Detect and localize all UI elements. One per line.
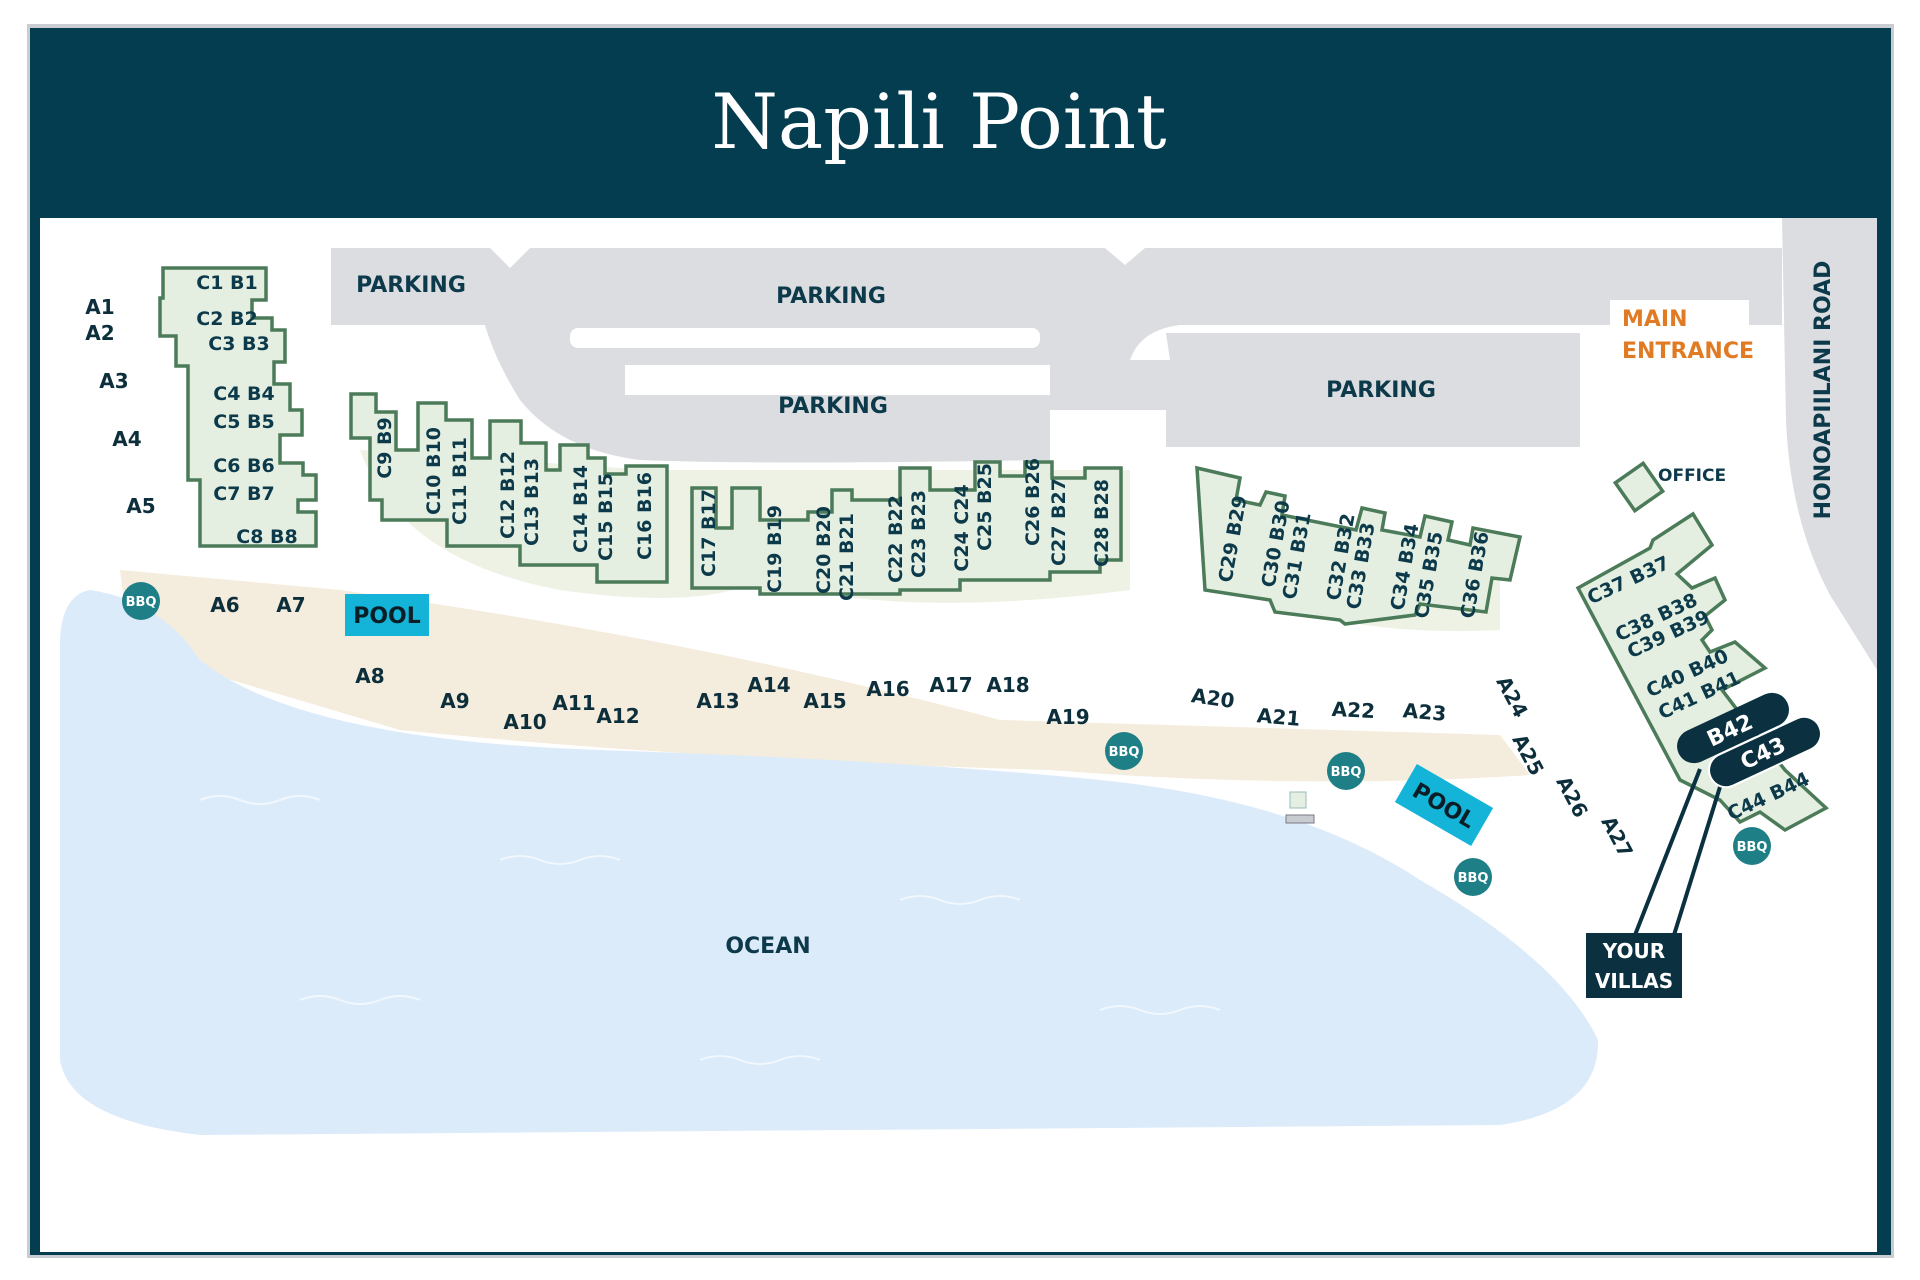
unit-label-a[interactable]: A15: [803, 689, 846, 713]
office-building[interactable]: [1612, 460, 1666, 514]
unit-label-cb[interactable]: C14 B14: [570, 465, 592, 553]
unit-label-a[interactable]: A21: [1256, 703, 1301, 731]
unit-label-a[interactable]: A22: [1331, 697, 1376, 723]
bbq-label: BBQ: [1737, 840, 1768, 855]
unit-label-cb[interactable]: C28 B28: [1091, 479, 1113, 567]
unit-label-cb[interactable]: C27 B27: [1048, 478, 1070, 566]
parking-lots: [331, 248, 1782, 463]
unit-label-a[interactable]: A11: [552, 691, 595, 715]
unit-label-a[interactable]: A2: [85, 321, 114, 345]
main-entrance-label: MAIN: [1622, 307, 1688, 332]
unit-label-a[interactable]: A6: [210, 593, 239, 617]
unit-label-a[interactable]: A18: [986, 673, 1029, 697]
unit-label-a[interactable]: A23: [1402, 698, 1447, 726]
unit-label-a[interactable]: A19: [1046, 705, 1089, 729]
callout-label: YOUR: [1602, 939, 1665, 963]
unit-pill[interactable]: [1671, 687, 1794, 769]
unit-label-cb[interactable]: C20 B20: [813, 506, 835, 594]
unit-label-cb[interactable]: C15 B15: [595, 473, 617, 561]
road-label: HONOAPIILANI ROAD: [1811, 261, 1836, 520]
bbq-label: BBQ: [1458, 871, 1489, 886]
ocean-label: OCEAN: [725, 934, 810, 959]
ocean-waves: [199, 795, 1221, 1065]
parking-label: PARKING: [778, 394, 888, 419]
bbq-marker[interactable]: BBQ: [1327, 752, 1365, 790]
bbq-label: BBQ: [126, 595, 157, 610]
unit-label-a[interactable]: A16: [866, 677, 909, 701]
callout-label: VILLAS: [1595, 969, 1673, 993]
unit-label-a[interactable]: A9: [440, 689, 469, 713]
bbq-marker[interactable]: BBQ: [122, 582, 160, 620]
unit-label-cb[interactable]: C5 B5: [213, 411, 274, 433]
bbq-marker[interactable]: BBQ: [1105, 732, 1143, 770]
bbq-icon: [122, 582, 160, 620]
bbq-marker[interactable]: BBQ: [1454, 858, 1492, 896]
unit-label-cb[interactable]: C21 B21: [836, 513, 858, 601]
unit-label-a[interactable]: A12: [596, 704, 639, 728]
unit-pill[interactable]: [1703, 711, 1826, 793]
bbq-marker[interactable]: BBQ: [1733, 827, 1771, 865]
unit-label-a[interactable]: A7: [276, 593, 305, 617]
road: [1782, 218, 1877, 670]
bbq-icon: [1454, 858, 1492, 896]
unit-label-cb[interactable]: C12 B12: [497, 451, 519, 539]
unit-label-cb[interactable]: C3 B3: [208, 333, 269, 355]
main-entrance-box: [1610, 300, 1749, 370]
bbq-label: BBQ: [1109, 745, 1140, 760]
unit-label-cb[interactable]: C6 B6: [213, 455, 274, 477]
parking-label: PARKING: [776, 284, 886, 309]
bbq-icon: [1105, 732, 1143, 770]
bench-icon: [1285, 791, 1315, 824]
unit-label-cb[interactable]: C7 B7: [213, 483, 274, 505]
main-entrance-label: ENTRANCE: [1622, 339, 1754, 364]
unit-label-cb[interactable]: C26 B26: [1022, 458, 1044, 546]
unit-label-cb[interactable]: C9 B9: [374, 417, 396, 478]
unit-label-cb[interactable]: C10 B10: [423, 427, 445, 515]
unit-label-a[interactable]: A14: [747, 673, 790, 697]
bbq-label: BBQ: [1331, 765, 1362, 780]
unit-label-a[interactable]: A5: [126, 494, 155, 518]
unit-label-cb[interactable]: C25 B25: [974, 463, 996, 551]
unit-label-a[interactable]: A17: [929, 673, 972, 697]
unit-label-cb[interactable]: C17 B17: [698, 489, 720, 577]
unit-label-cb[interactable]: C24 C24: [951, 484, 973, 571]
unit-label-a[interactable]: A4: [112, 427, 141, 451]
unit-label-a[interactable]: A13: [696, 689, 739, 713]
unit-label-cb[interactable]: C2 B2: [196, 308, 257, 330]
parking-label: PARKING: [1326, 378, 1436, 403]
unit-label-a[interactable]: A20: [1190, 683, 1236, 713]
pool[interactable]: [345, 594, 429, 636]
unit-label-cb[interactable]: C22 B22: [885, 495, 907, 583]
unit-label-cb[interactable]: C4 B4: [213, 383, 274, 405]
building-c9-c16[interactable]: [349, 392, 669, 584]
unit-label-cb[interactable]: C1 B1: [196, 272, 257, 294]
unit-label-cb[interactable]: C13 B13: [521, 458, 543, 546]
beach: [120, 570, 1530, 782]
unit-label-a[interactable]: A10: [503, 710, 546, 734]
building-c29-c36[interactable]: [1195, 465, 1523, 626]
unit-label-cb[interactable]: C16 B16: [634, 472, 656, 560]
unit-label-cb[interactable]: C23 B23: [908, 490, 930, 578]
unit-label-cb[interactable]: C8 B8: [236, 526, 297, 548]
your-villas-highlight[interactable]: B42 C43: [1633, 687, 1827, 936]
unit-label-a[interactable]: A3: [99, 369, 128, 393]
unit-label-cb[interactable]: C19 B19: [764, 505, 786, 593]
building-c1-c8[interactable]: [158, 266, 318, 548]
unit-label-a[interactable]: A8: [355, 664, 384, 688]
unit-label-a[interactable]: A1: [85, 295, 114, 319]
office-label: OFFICE: [1658, 466, 1726, 486]
your-villas-callout: [1586, 933, 1682, 998]
bbq-icon: [1327, 752, 1365, 790]
ocean: [60, 590, 1599, 1135]
pool-label: POOL: [353, 604, 421, 629]
page-title: Napili Point: [711, 77, 1166, 166]
bbq-icon: [1733, 827, 1771, 865]
parking-label: PARKING: [356, 273, 466, 298]
building-c17-c28[interactable]: [690, 460, 1123, 596]
unit-label-cb[interactable]: C11 B11: [449, 437, 471, 525]
